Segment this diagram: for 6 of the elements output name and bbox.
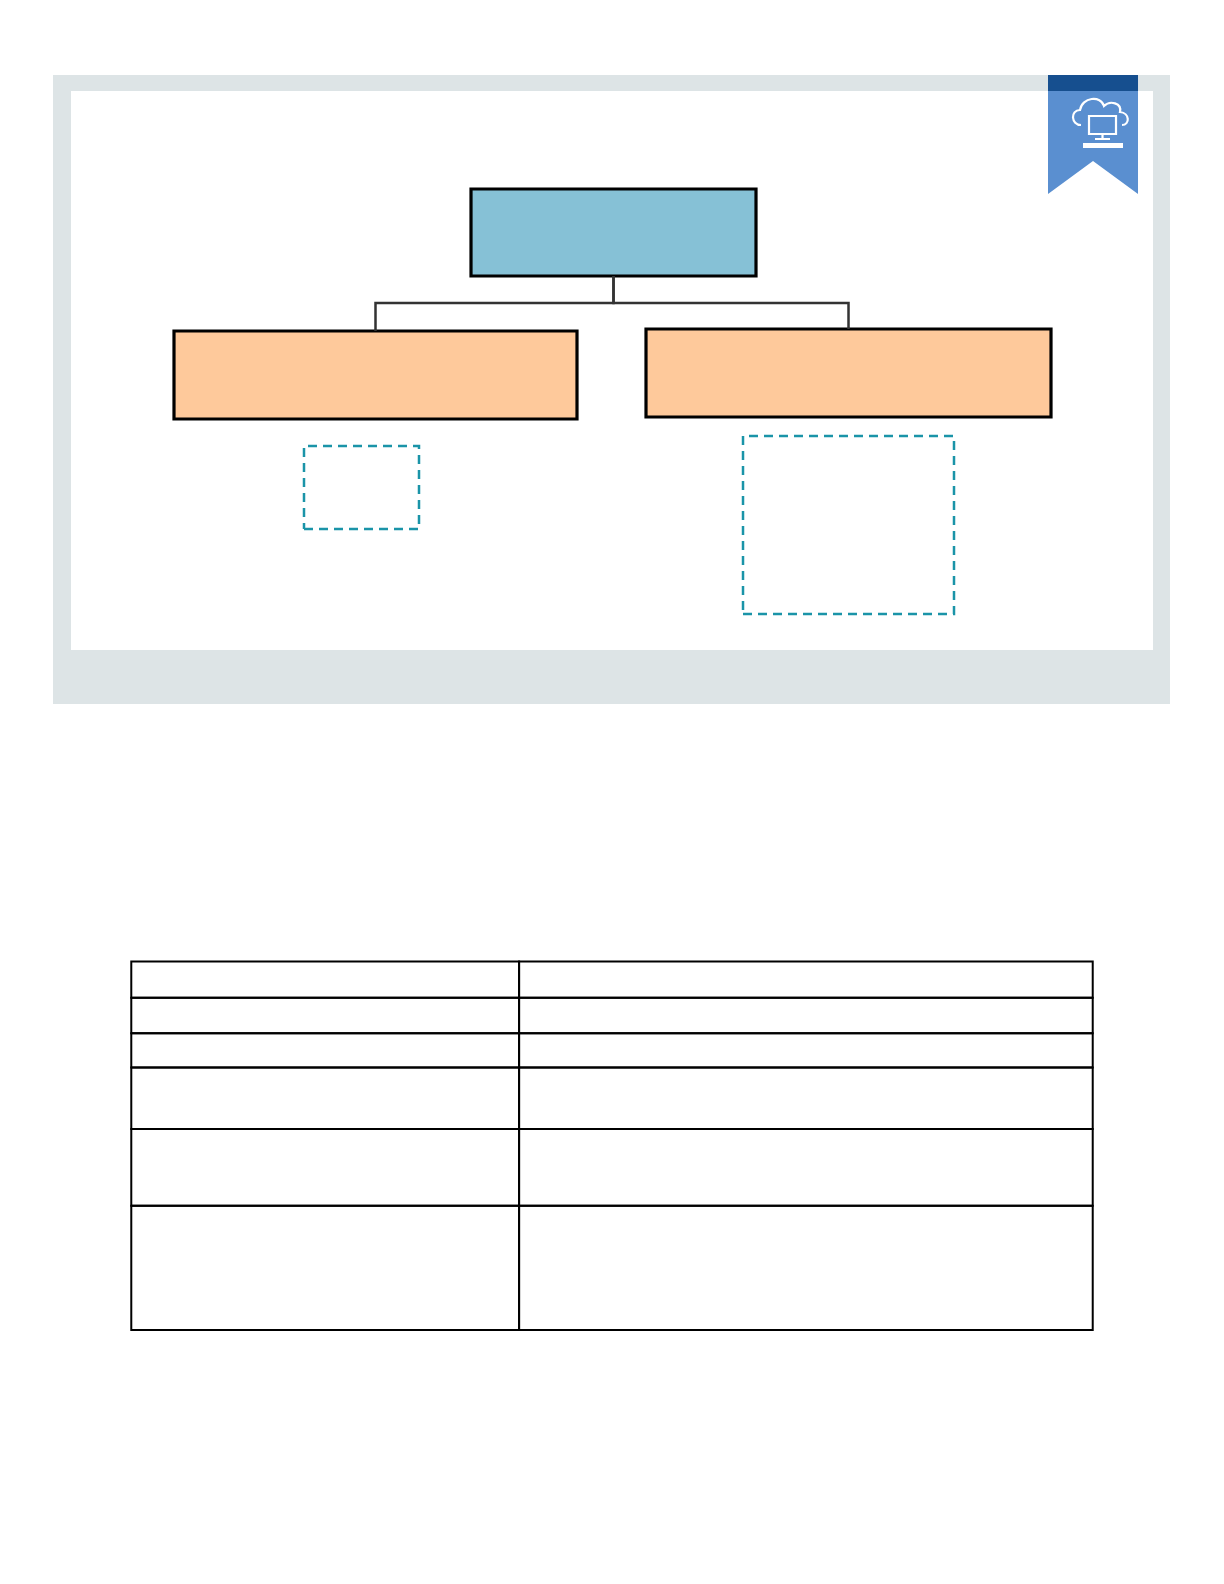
- dashed-box: [741, 434, 956, 616]
- tree-box: [172, 329, 579, 421]
- tree-box: [469, 187, 758, 278]
- connector-line: [612, 276, 850, 329]
- tree-box: [644, 327, 1053, 419]
- dashed-box: [302, 444, 421, 531]
